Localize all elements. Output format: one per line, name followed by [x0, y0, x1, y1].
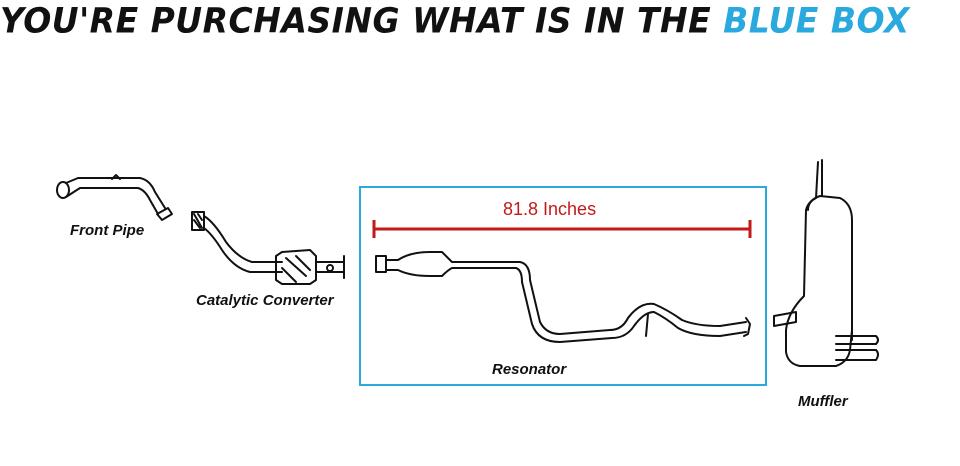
front-pipe-label: Front Pipe: [70, 222, 145, 239]
blue-box: [359, 186, 767, 386]
front-pipe-drawing: [56, 174, 173, 221]
resonator-label: Resonator: [492, 361, 567, 378]
measurement-label: 81.8 Inches: [503, 199, 597, 219]
headline-prefix: YOU'RE PURCHASING WHAT IS IN THE: [0, 0, 724, 41]
catalytic-converter-label: Catalytic Converter: [196, 292, 334, 309]
muffler-label: Muffler: [798, 393, 848, 410]
resonator-drawing: [375, 251, 751, 343]
measurement-line: [372, 220, 752, 238]
catalytic-converter-drawing: [191, 211, 345, 285]
headline-highlight: BLUE BOX: [723, 0, 910, 41]
muffler-drawing: [773, 159, 879, 367]
headline: YOU'RE PURCHASING WHAT IS IN THE BLUE BO…: [0, 0, 960, 42]
